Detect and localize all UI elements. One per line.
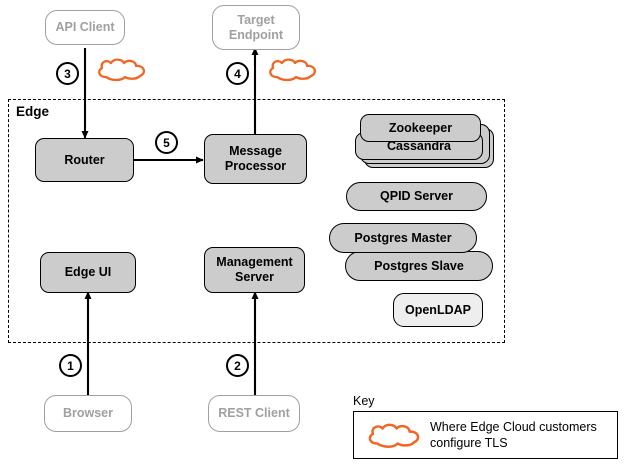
step-marker-2[interactable]: 2 (226, 354, 249, 377)
node-rest-client-label: REST Client (218, 406, 290, 420)
node-router-label: Router (64, 152, 105, 167)
node-management-server[interactable]: Management Server (204, 247, 305, 293)
node-api-client[interactable]: API Client (45, 10, 125, 45)
node-management-server-label: Management Server (216, 255, 293, 284)
step-marker-1[interactable]: 1 (59, 354, 82, 377)
key-title: Key (353, 394, 375, 408)
node-postgres-slave[interactable]: Postgres Slave (345, 251, 493, 281)
node-browser[interactable]: Browser (44, 395, 132, 432)
step-marker-3-number: 3 (64, 66, 71, 81)
node-browser-label: Browser (62, 406, 114, 420)
node-api-client-label: API Client (55, 20, 115, 34)
node-edge-ui-label: Edge UI (64, 265, 112, 279)
node-postgres-master[interactable]: Postgres Master (329, 223, 477, 253)
node-postgres-slave-label: Postgres Slave (374, 258, 464, 273)
node-edge-ui[interactable]: Edge UI (40, 252, 136, 293)
node-rest-client[interactable]: REST Client (208, 395, 300, 432)
step-marker-2-number: 2 (234, 358, 241, 373)
node-qpid-server[interactable]: QPID Server (346, 182, 487, 211)
node-qpid-server-label: QPID Server (380, 189, 453, 203)
step-marker-5[interactable]: 5 (155, 131, 178, 154)
node-target-endpoint-label: Target Endpoint (228, 12, 284, 42)
tls-cloud-icon-api (98, 58, 146, 82)
node-zookeeper-label: Zookeeper (388, 120, 453, 135)
step-marker-4-number: 4 (234, 66, 241, 81)
node-openldap-label: OpenLDAP (405, 302, 471, 317)
node-message-processor[interactable]: Message Processor (204, 134, 307, 184)
node-router[interactable]: Router (35, 138, 134, 182)
node-cassandra-label: Cassandra (387, 138, 451, 153)
node-openldap[interactable]: OpenLDAP (393, 293, 483, 327)
step-marker-5-number: 5 (163, 135, 170, 150)
edge-region-label: Edge (14, 104, 52, 119)
step-marker-3[interactable]: 3 (56, 62, 79, 85)
key-legend-text: Where Edge Cloud customers configure TLS (430, 420, 597, 450)
tls-cloud-icon-legend (368, 423, 420, 449)
key-box (353, 411, 618, 459)
node-message-processor-label: Message Processor (224, 144, 287, 173)
node-postgres-master-label: Postgres Master (354, 230, 452, 245)
node-target-endpoint[interactable]: Target Endpoint (212, 5, 300, 50)
node-zookeeper[interactable]: Zookeeper (360, 114, 481, 142)
edge-region-boundary (8, 99, 505, 343)
step-marker-1-number: 1 (67, 358, 74, 373)
tls-cloud-icon-target (269, 58, 317, 82)
step-marker-4[interactable]: 4 (226, 62, 249, 85)
